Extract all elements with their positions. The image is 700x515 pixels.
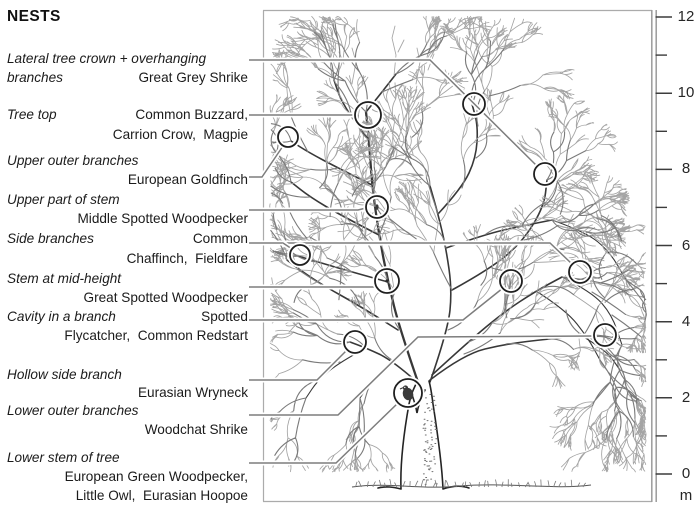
nest-entry-row-lateral-crown: branches Great Grey Shrike [7,70,260,87]
site-label: Stem at mid-height [7,271,122,286]
leader-line-cavity-in-branch [249,287,504,321]
nest-entry-row-lateral-crown: Lateral tree crown + overhanging [7,51,248,68]
nest-entry-row-upper-stem: Upper part of stem [7,192,248,209]
species-label: Spotted [201,309,248,324]
nest-entry-row-tree-top: Carrion Crow, Magpie [7,127,255,144]
nest-entry-row-stem-mid-height: Great Spotted Woodpecker [7,290,250,307]
leader-lines [249,57,595,466]
species-label: Chaffinch, Fieldfare [126,251,248,266]
figure-title: NESTS [7,8,61,25]
scale-label-12: 12 [677,8,695,26]
nest-marker-hollow-side-branch [343,330,367,354]
species-label: Common [192,231,248,246]
leader-line-casing [249,333,595,418]
species-label: European Goldfinch [127,172,248,187]
species-label: Little Owl, Eurasian Hoopoe [75,488,248,503]
nest-marker-upper-outer-branches [277,126,299,148]
nest-entry-row-lower-stem: Lower stem of tree [7,450,248,467]
site-label: Lateral tree crown + overhanging [7,51,207,66]
nest-entry-row-tree-top: Tree top Common Buzzard, [7,107,248,124]
nest-marker-side-branches [289,244,311,266]
site-label: Cavity in a branch [7,309,116,324]
site-label: Upper outer branches [7,153,139,168]
site-label: Hollow side branch [7,367,122,382]
nest-marker-cavity-in-branch [499,269,523,293]
bird-in-hole [399,385,414,401]
scale-label-4: 4 [681,312,691,330]
scale-label-6: 6 [681,236,691,254]
species-label: Flycatcher, Common Redstart [64,328,248,343]
tree-trunk [377,380,470,490]
nest-entry-row-upper-outer-branches: European Goldfinch [7,172,250,189]
leader-line-lateral-crown [249,59,538,167]
leader-line-side-branches [249,242,573,265]
scale-label-2: 2 [681,388,691,406]
species-label: Middle Spotted Woodpecker [77,211,248,226]
nest-marker-upper-stem [365,195,389,219]
nest-entry-row-lower-stem: Little Owl, Eurasian Hoopoe [7,488,255,505]
nest-entry-row-cavity-in-branch: Flycatcher, Common Redstart [7,328,250,345]
species-label: European Green Woodpecker, [64,469,248,484]
nest-entry-row-upper-stem: Middle Spotted Woodpecker [7,211,250,228]
scale-label-0: 0 [681,465,691,482]
nest-entry-row-side-branches: Side branches Common [7,231,248,248]
nest-entry-row-lower-outer-branches: Woodchat Shrike [7,422,255,439]
nest-entry-row-cavity-in-branch: Cavity in a branch Spotted [7,309,250,326]
nest-entry-row-hollow-side-branch: Eurasian Wryneck [7,385,250,402]
nest-marker-side-branches [568,260,592,284]
site-label: Tree top [7,107,57,122]
nest-entry-row-hollow-side-branch: Hollow side branch [7,367,248,384]
leader-line-hollow-side-branch [249,349,348,381]
site-label: Lower stem of tree [7,450,120,465]
site-label: Upper part of stem [7,192,120,207]
species-label: Eurasian Wryneck [137,385,248,400]
nest-marker-stem-mid-height [374,268,400,294]
scale-unit-label: m [679,487,693,504]
species-label: Common Buzzard, [135,107,248,122]
figure-border [262,9,652,503]
site-label: Lower outer branches [7,403,139,418]
nest-entry-row-stem-mid-height: Stem at mid-height [7,271,248,288]
nest-marker-lateral-crown [533,162,557,186]
nest-entry-row-upper-outer-branches: Upper outer branches [7,153,248,170]
nest-entry-row-side-branches: Chaffinch, Fieldfare [7,251,250,268]
species-label: Great Spotted Woodpecker [83,290,248,305]
leader-line-lower-outer-branches [249,335,595,416]
species-label: Woodchat Shrike [144,422,248,437]
leader-line-casing [249,401,400,466]
nest-marker-tree-top [354,101,382,129]
nest-marker-lower-outer-branches [593,323,617,347]
scale-bar [651,10,657,502]
species-label: Carrion Crow, Magpie [112,127,248,142]
leader-line-casing [249,286,505,323]
height-scale [651,10,672,502]
leader-line-lower-stem [249,402,399,464]
nest-entry-row-lower-outer-branches: Lower outer branches [7,403,248,420]
nest-marker-lower-stem [393,378,423,408]
nest-marker-lateral-crown [462,92,486,116]
site-label: Side branches [7,231,94,246]
nest-entry-row-lower-stem: European Green Woodpecker, [7,469,248,486]
scale-label-10: 10 [677,84,695,102]
leader-line-upper-outer-branches [249,145,284,178]
nest-hole-dot [385,279,389,283]
nest-hole [375,204,379,210]
species-label: Great Grey Shrike [138,70,248,85]
leader-line-upper-stem [249,207,367,211]
scale-label-8: 8 [681,160,691,178]
nest-markers [275,90,619,410]
site-label: branches [7,70,63,85]
